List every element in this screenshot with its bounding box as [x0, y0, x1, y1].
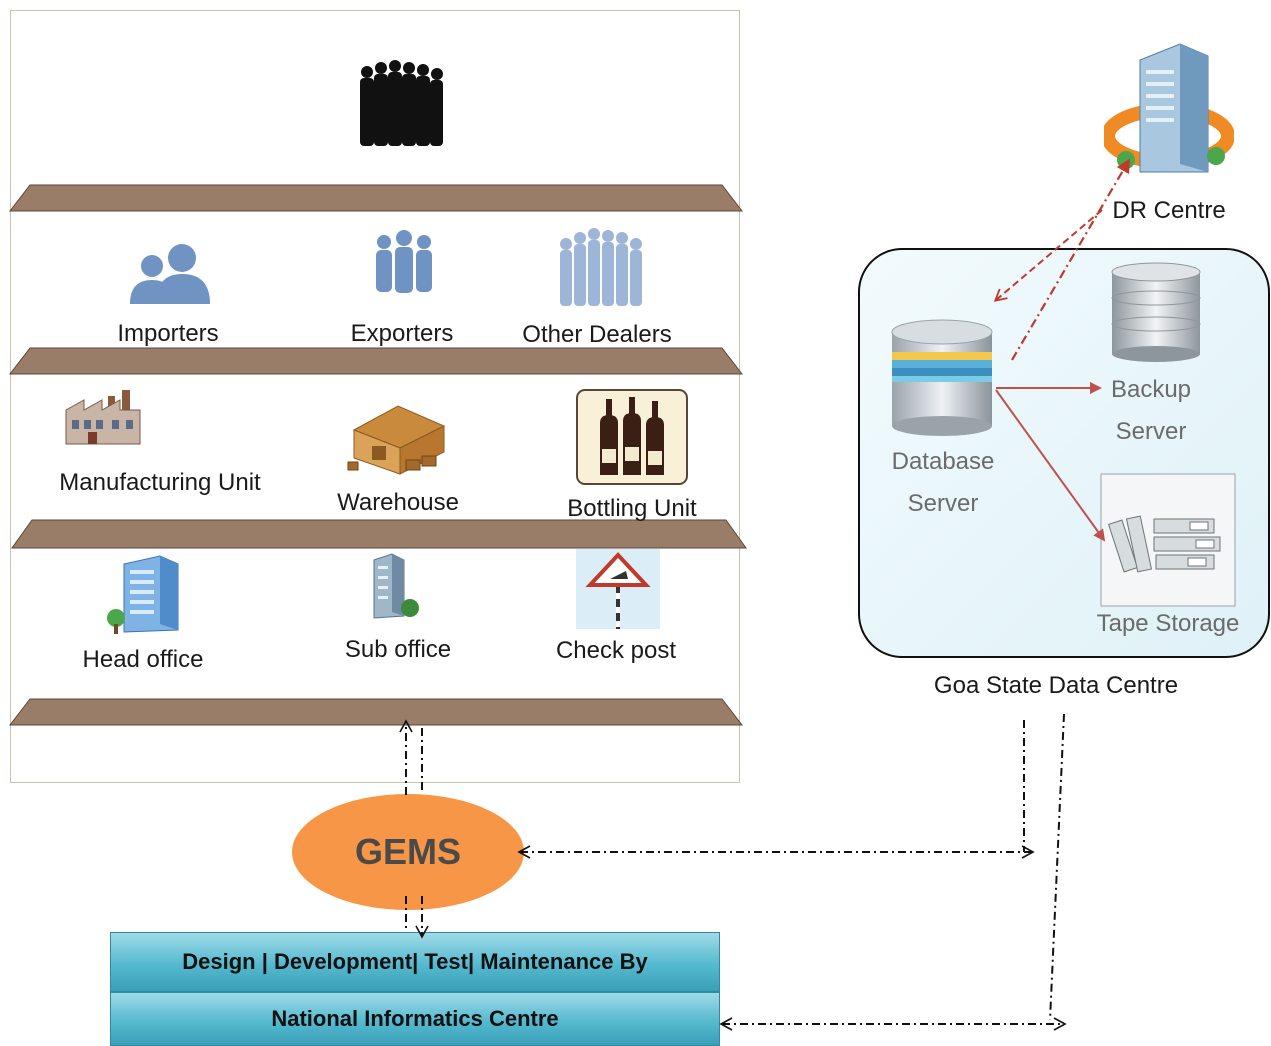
shelf-1 — [8, 184, 744, 212]
database-server-label-line2: Server — [907, 490, 979, 517]
shelf-3 — [11, 519, 747, 549]
head-office-label: Head office — [82, 646, 204, 673]
tape-storage-icon — [1100, 473, 1236, 607]
nic-roles-bar: Design | Development| Test| Maintenance … — [110, 932, 720, 992]
user-tier-panel — [10, 10, 740, 783]
backup-server-label-line1: Backup — [1110, 376, 1192, 403]
dr-centre-icon — [1104, 43, 1234, 173]
other-dealers-icon — [560, 228, 642, 306]
nic-roles-label: Design | Development| Test| Maintenance … — [182, 949, 648, 974]
sub-office-label: Sub office — [344, 636, 452, 663]
warehouse-icon — [347, 405, 446, 475]
backup-server-label-line2: Server — [1115, 418, 1187, 445]
bottles-icon — [576, 389, 688, 485]
manufacturing-unit-label: Manufacturing Unit — [59, 469, 261, 496]
check-post-icon — [576, 549, 660, 629]
bottling-unit-label: Bottling Unit — [567, 495, 697, 522]
database-server-icon — [891, 319, 993, 436]
gems-label: GEMS — [354, 831, 461, 872]
crowd-icon — [360, 60, 443, 146]
connector-dr-to-db — [993, 209, 1103, 302]
importers-label: Importers — [117, 320, 219, 347]
shelf-2 — [8, 347, 744, 375]
connector-datacentre-drop-2 — [1049, 713, 1065, 1021]
warehouse-label: Warehouse — [337, 489, 459, 516]
tape-storage-label: Tape Storage — [1096, 610, 1240, 637]
data-centre-title: Goa State Data Centre — [933, 672, 1179, 699]
connector-db-to-tape — [995, 389, 1106, 542]
dr-centre-label: DR Centre — [1112, 197, 1226, 224]
backup-server-icon — [1111, 262, 1201, 362]
sub-office-icon — [373, 553, 419, 619]
shelf-4 — [8, 698, 744, 726]
importers-icon — [130, 244, 210, 304]
factory-icon — [65, 390, 141, 445]
gems-node: GEMS — [292, 794, 524, 910]
exporters-label: Exporters — [350, 320, 454, 347]
nic-name-label: National Informatics Centre — [271, 1006, 559, 1031]
check-post-label: Check post — [555, 637, 677, 664]
other-dealers-label: Other Dealers — [522, 321, 672, 348]
head-office-icon — [107, 555, 179, 634]
database-server-label-line1: Database — [891, 448, 995, 475]
connector-db-to-dr — [1011, 158, 1131, 361]
exporters-icon — [376, 230, 432, 293]
